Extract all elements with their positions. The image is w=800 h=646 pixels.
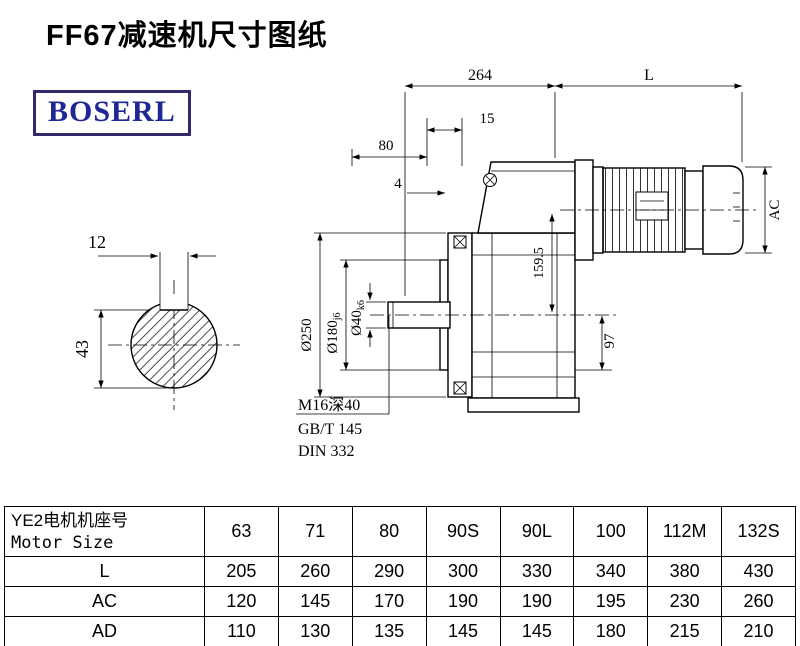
dim-15-label: 15 xyxy=(480,111,495,127)
dim-159-5-label: 159.5 xyxy=(532,247,547,279)
eyebolt-icon xyxy=(483,173,497,187)
dim-4-label: 4 xyxy=(394,176,402,192)
cell-ac-100: 195 xyxy=(573,586,649,617)
col-header-112m: 112M xyxy=(647,506,723,557)
col-header-63: 63 xyxy=(204,506,279,557)
dim-key-height-label: 43 xyxy=(72,340,92,358)
table-header-row: YE2电机机座号 Motor Size 63 71 80 90S 90L 100… xyxy=(4,506,796,557)
spec-table: YE2电机机座号 Motor Size 63 71 80 90S 90L 100… xyxy=(4,506,796,646)
cell-ad-90s: 145 xyxy=(425,616,501,646)
cell-ac-63: 120 xyxy=(204,586,279,617)
motor-nameplate xyxy=(635,191,669,221)
dim-d250-label: Ø250 xyxy=(299,318,315,351)
dim-97-label: 97 xyxy=(602,333,618,349)
dim-d180-value: Ø180 xyxy=(325,320,341,353)
dim-d40-value: Ø40 xyxy=(349,310,365,336)
dim-4: 4 xyxy=(394,176,445,196)
cell-ac-71: 145 xyxy=(277,586,353,617)
cell-ad-63: 110 xyxy=(204,616,279,646)
cell-ac-132s: 260 xyxy=(721,586,796,617)
dim-key-height: 43 xyxy=(72,309,172,389)
shaft-end-view xyxy=(108,252,240,410)
dim-264-label: 264 xyxy=(468,67,492,84)
dim-d40-label: Ø40k6 xyxy=(349,300,367,336)
row-label-l: L xyxy=(4,556,205,587)
dim-d40-tolerance: k6 xyxy=(356,300,367,310)
note-din-label: DIN 332 xyxy=(298,443,354,460)
header-en: Motor Size xyxy=(11,532,114,553)
dim-motor-ac: AC xyxy=(745,166,783,254)
cell-ac-80: 170 xyxy=(351,586,427,617)
technical-drawing: 12 43 xyxy=(72,67,783,460)
table-row-l: L 205 260 290 300 330 340 380 430 xyxy=(4,556,796,587)
cell-l-132s: 430 xyxy=(721,556,796,587)
dim-motor-length-l: L xyxy=(555,67,743,162)
dim-d180-label: Ø180j6 xyxy=(325,312,343,353)
shaft-bore-notes: M16深40 GB/T 145 DIN 332 xyxy=(296,316,390,460)
cell-l-71: 260 xyxy=(277,556,353,587)
dim-shaft-d40: Ø40k6 xyxy=(349,283,386,347)
dim-97: 97 xyxy=(575,316,618,371)
cell-ad-100: 180 xyxy=(573,616,649,646)
brand-text: BOSERL xyxy=(48,95,176,128)
dim-159-5: 159.5 xyxy=(532,214,555,312)
cell-ad-112m: 215 xyxy=(647,616,723,646)
col-header-90l: 90L xyxy=(499,506,575,557)
cell-ac-90l: 190 xyxy=(499,586,575,617)
shaft-section-circle xyxy=(130,301,218,389)
dim-15: 15 xyxy=(426,111,495,166)
dim-key-width: 12 xyxy=(88,232,216,259)
dim-key-width-label: 12 xyxy=(88,232,106,252)
cell-ad-90l: 145 xyxy=(499,616,575,646)
dim-l-label: L xyxy=(644,67,654,84)
dim-spigot-d180: Ø180j6 xyxy=(325,259,440,371)
table-row-ac: AC 120 145 170 190 190 195 230 260 xyxy=(4,586,796,617)
cell-l-90l: 330 xyxy=(499,556,575,587)
cell-l-63: 205 xyxy=(204,556,279,587)
motor-size-header-cell: YE2电机机座号 Motor Size xyxy=(4,506,205,557)
note-gbt-label: GB/T 145 xyxy=(298,421,362,438)
flange-bolt-bottom-icon xyxy=(453,381,467,395)
cell-ad-71: 130 xyxy=(277,616,353,646)
col-header-90s: 90S xyxy=(425,506,501,557)
gear-housing-body xyxy=(471,232,576,399)
col-header-80: 80 xyxy=(351,506,427,557)
page-title: FF67减速机尺寸图纸 xyxy=(46,20,328,52)
dim-ac-label: AC xyxy=(767,200,783,221)
dim-d180-tolerance: j6 xyxy=(332,312,343,321)
cell-l-90s: 300 xyxy=(425,556,501,587)
cell-l-100: 340 xyxy=(573,556,649,587)
dim-80: 80 xyxy=(351,138,427,166)
gear-housing-top xyxy=(477,161,576,234)
row-label-ad: AD xyxy=(4,616,205,646)
reducer-side-view xyxy=(439,161,580,413)
table-row-ad: AD 110 130 135 145 145 180 215 210 xyxy=(4,616,796,646)
dim-80-label: 80 xyxy=(379,138,394,154)
cell-l-112m: 380 xyxy=(647,556,723,587)
note-tap-label: M16深40 xyxy=(298,396,360,414)
flange-bolt-top-icon xyxy=(453,235,467,249)
col-header-100: 100 xyxy=(573,506,649,557)
row-label-ac: AC xyxy=(4,586,205,617)
cell-ad-80: 135 xyxy=(351,616,427,646)
dim-264: 264 xyxy=(404,67,556,296)
dim-flange-d250: Ø250 xyxy=(299,232,446,398)
col-header-132s: 132S xyxy=(721,506,796,557)
header-cn: YE2电机机座号 xyxy=(11,510,129,530)
cell-l-80: 290 xyxy=(351,556,427,587)
cell-ac-112m: 230 xyxy=(647,586,723,617)
brand-logo: BOSERL xyxy=(33,90,191,136)
cell-ad-132s: 210 xyxy=(721,616,796,646)
cell-ac-90s: 190 xyxy=(425,586,501,617)
col-header-71: 71 xyxy=(277,506,353,557)
housing-bottom-lip xyxy=(467,397,580,413)
